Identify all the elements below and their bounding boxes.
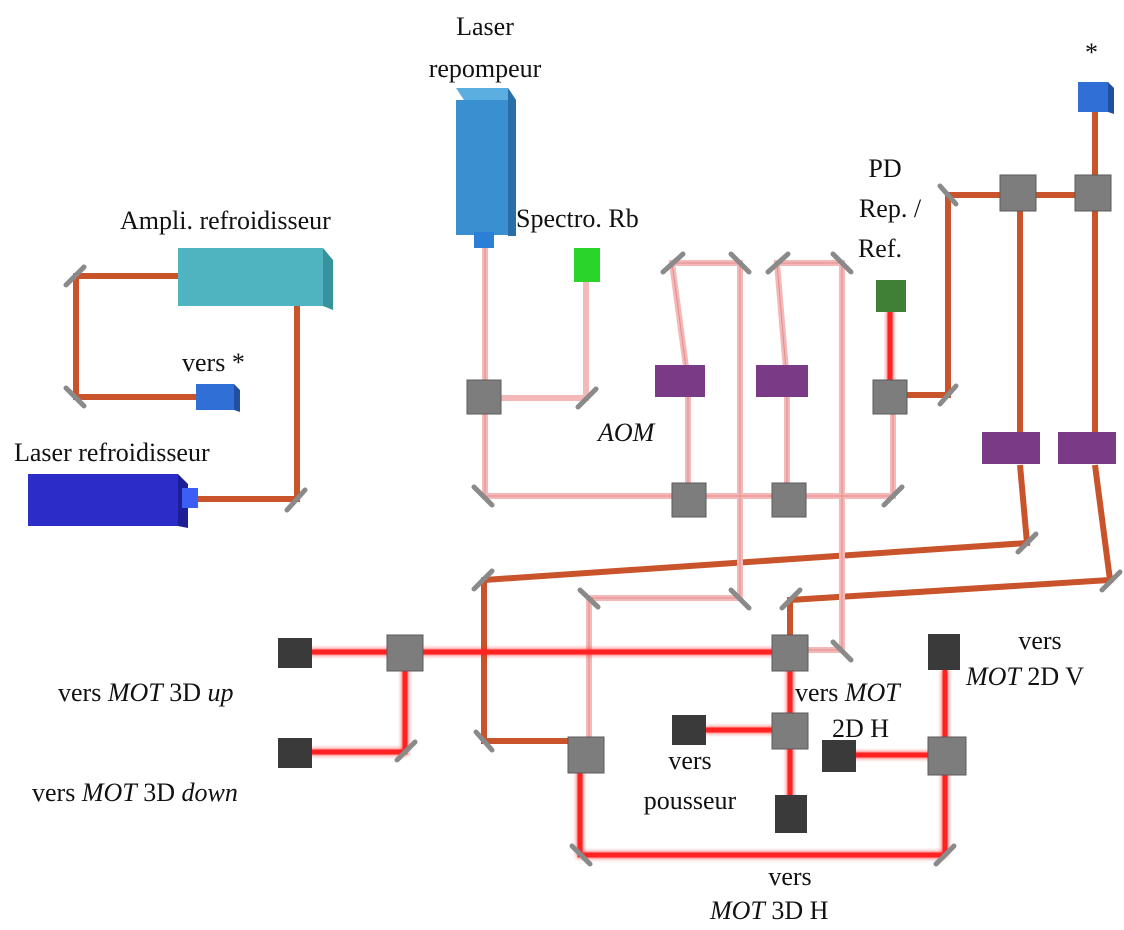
mirror-icon	[830, 251, 854, 275]
laser-cooler	[28, 474, 198, 528]
aom-icon	[982, 432, 1040, 464]
aom-icon	[1058, 432, 1116, 464]
mirror-icon	[660, 251, 686, 275]
mirror-icon	[830, 639, 854, 663]
label-star-top: *	[1085, 38, 1098, 67]
mirror-icon	[471, 484, 495, 508]
label-pd-3: Ref.	[857, 234, 903, 263]
laser-repumper-body	[456, 100, 508, 235]
cooler-beam-aom-right-out	[787, 464, 1114, 650]
beam-splitter-cube-icon	[999, 174, 1037, 212]
aom-icon	[655, 365, 705, 397]
laser-repumper-aperture	[474, 232, 494, 248]
fiber-ports	[196, 82, 1114, 412]
ampli-cooler-side	[323, 248, 333, 310]
beam-splitter-cube-icon	[771, 634, 809, 672]
pd-detector	[876, 280, 906, 312]
mirror-icon	[473, 729, 495, 753]
mirror-icon	[394, 739, 418, 763]
output-block-pusher	[672, 715, 706, 745]
mirror-icon	[577, 587, 601, 610]
mirror-icon	[63, 264, 87, 288]
label-ampli-cooler: Ampli. refroidisseur	[120, 206, 331, 235]
mirrors	[63, 183, 1123, 867]
fiber-port-icon	[1078, 82, 1108, 112]
label-mot3d-up: vers MOT 3D up	[58, 678, 234, 707]
beam-splitter-cube-icon	[1074, 174, 1112, 212]
output-block-mot2d-h	[822, 740, 856, 772]
mirror-icon	[881, 484, 905, 508]
mirror-icon	[569, 843, 593, 867]
label-pd-1: PD	[868, 154, 902, 183]
laser-repumper	[456, 88, 516, 248]
beam-splitter-cube-icon	[386, 634, 424, 672]
laser-cooler-aperture	[182, 488, 198, 508]
mirror-icon	[779, 587, 803, 611]
output-block-mot3d-down	[278, 738, 312, 768]
ampli-cooler	[178, 248, 333, 310]
aoms	[655, 365, 1116, 464]
aom-icon	[756, 365, 808, 397]
beam-splitter-cube-icon	[927, 736, 967, 776]
label-pusher-line2: pousseur	[643, 786, 737, 815]
label-aom: AOM	[598, 418, 655, 447]
label-mot3d-h-line2: MOT 3D H	[710, 896, 829, 925]
label-spectro-rb: Spectro. Rb	[516, 204, 639, 233]
label-mot2d-v-line2: MOT 2D V	[966, 662, 1084, 691]
output-blocks	[278, 634, 960, 833]
fiber-port-icon	[196, 384, 234, 410]
label-to-star: vers *	[182, 350, 245, 376]
mirror-icon	[765, 251, 791, 275]
mirror-icon	[933, 843, 957, 867]
beam-splitter-cubes	[386, 174, 1112, 776]
label-laser-repumper-2: repompeur	[428, 54, 542, 83]
label-mot3d-h-line1: vers	[768, 862, 812, 891]
label-laser-cooler: Laser refroidisseur	[14, 438, 210, 467]
laser-repumper-top	[456, 88, 516, 100]
beam-splitter-cube-icon	[466, 379, 502, 415]
label-mot3d-down: vers MOT 3D down	[32, 778, 238, 807]
mirror-icon	[728, 251, 752, 275]
label-pd-2: Rep. /	[858, 194, 922, 223]
beam-splitter-cube-icon	[872, 379, 908, 415]
label-mot2d-h-line1: vers MOT	[795, 678, 900, 707]
label-laser-repumper-1: Laser	[456, 12, 514, 41]
cooler-beam-ampli-loop	[73, 273, 198, 400]
mirror-icon	[575, 386, 599, 410]
mirror-icon	[284, 487, 308, 513]
laser-repumper-side	[508, 88, 516, 236]
label-mot2d-h-line2: 2D H	[832, 714, 890, 743]
output-beams	[310, 310, 948, 858]
laser-cooler-body	[28, 474, 178, 526]
beam-splitter-cube-icon	[771, 712, 809, 750]
mirror-icon	[471, 568, 495, 592]
output-block-mot3d-up	[278, 638, 312, 668]
mirror-icon	[937, 383, 959, 407]
repumper-beam-aom1-loop	[586, 260, 743, 741]
label-to-star-symbol: *	[231, 348, 245, 377]
label-pusher-line1: vers	[668, 746, 712, 775]
mirror-icon	[728, 587, 752, 611]
output-block-mot2d-v	[928, 634, 960, 670]
beam-splitter-cube-icon	[771, 482, 807, 518]
spectro-rb-detector	[574, 248, 600, 282]
beam-splitter-cube-icon	[567, 736, 605, 774]
label-mot2d-v-line1: vers	[1018, 626, 1062, 655]
mirror-icon	[1099, 569, 1123, 593]
output-block-vertical	[775, 795, 807, 833]
cooler-beam-top-right	[890, 110, 1098, 398]
ampli-cooler-body	[178, 248, 323, 306]
mirror-icon	[937, 183, 959, 207]
mirror-icon	[1015, 531, 1039, 555]
label-to-star-prefix: vers	[182, 348, 226, 377]
beam-splitter-cube-icon	[671, 482, 707, 518]
mirror-icon	[63, 385, 87, 409]
